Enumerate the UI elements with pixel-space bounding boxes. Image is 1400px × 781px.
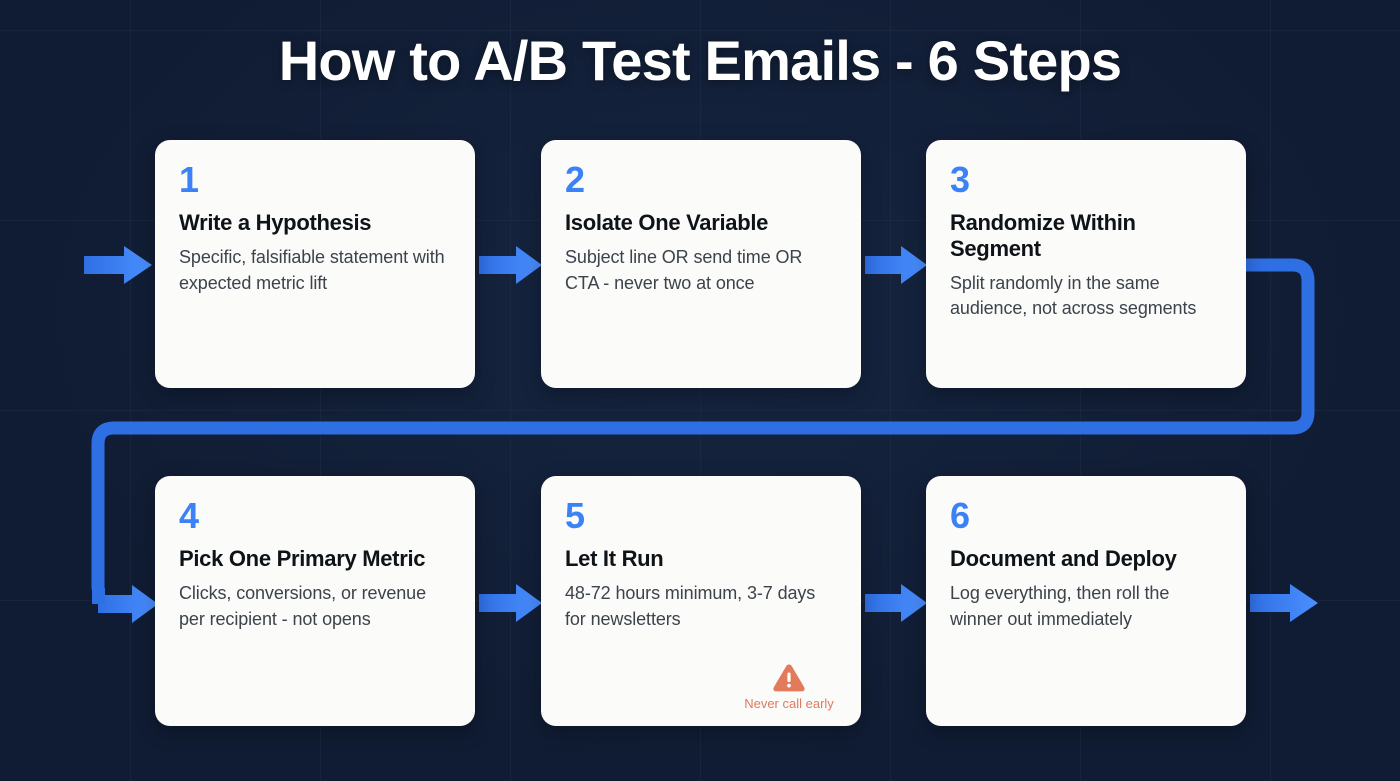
wrap-connector-step-3-to-4 — [91, 258, 1315, 623]
step-card-4[interactable]: 4 Pick One Primary Metric Clicks, conver… — [155, 476, 475, 726]
step-number: 5 — [565, 495, 585, 536]
arrow-into-step-1 — [84, 246, 152, 284]
step-description: Subject line OR send time OR CTA - never… — [565, 246, 803, 293]
arrow-step-2-to-3 — [865, 246, 927, 284]
step-number: 4 — [179, 495, 199, 536]
page-title: How to A/B Test Emails - 6 Steps — [278, 29, 1122, 92]
step-description: 48-72 hours minimum, 3-7 days for newsle… — [565, 582, 816, 629]
step-card-1[interactable]: 1 Write a Hypothesis Specific, falsifiab… — [155, 140, 475, 388]
step-number: 3 — [950, 159, 970, 200]
never-call-early-badge: Never call early — [737, 663, 841, 712]
step-number: 6 — [950, 495, 970, 536]
arrow-step-5-to-6 — [865, 584, 927, 622]
step-description: Clicks, conversions, or revenue per reci… — [179, 582, 427, 629]
step-title: Isolate One Variable — [565, 210, 769, 235]
warning-triangle-icon — [773, 664, 805, 692]
badge-label: Never call early — [744, 696, 834, 712]
step-title: Randomize Within Segment — [950, 210, 1136, 261]
step-title: Pick One Primary Metric — [179, 546, 426, 571]
arrow-step-1-to-2 — [479, 246, 542, 284]
step-card-2[interactable]: 2 Isolate One Variable Subject line OR s… — [541, 140, 861, 388]
step-number: 1 — [179, 159, 199, 200]
arrow-out-of-step-6 — [1250, 584, 1318, 622]
step-title: Let It Run — [565, 546, 664, 571]
step-title: Document and Deploy — [950, 546, 1177, 571]
step-description: Log everything, then roll the winner out… — [950, 582, 1170, 629]
step-title: Write a Hypothesis — [179, 210, 372, 235]
step-card-6[interactable]: 6 Document and Deploy Log everything, th… — [926, 476, 1246, 726]
step-number: 2 — [565, 159, 585, 200]
step-description: Split randomly in the same audience, not… — [950, 272, 1197, 319]
step-description: Specific, falsifiable statement with exp… — [179, 246, 445, 293]
arrow-step-4-to-5 — [479, 584, 542, 622]
step-card-5[interactable]: 5 Let It Run 48-72 hours minimum, 3-7 da… — [541, 476, 861, 726]
step-card-3[interactable]: 3 Randomize Within Segment Split randoml… — [926, 140, 1246, 388]
